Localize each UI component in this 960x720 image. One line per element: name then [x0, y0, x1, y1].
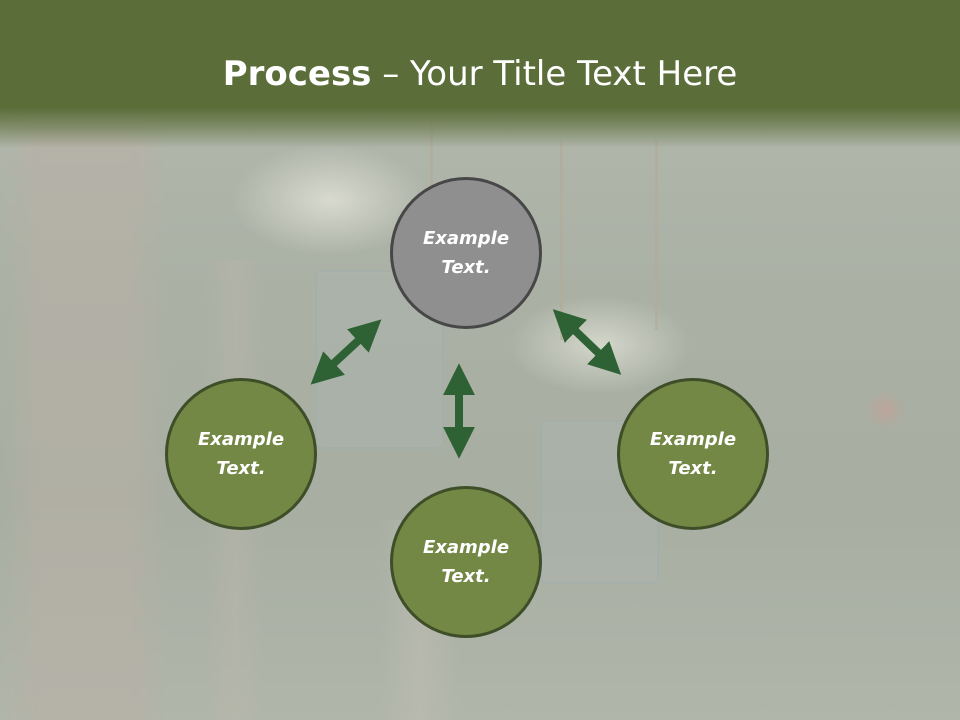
node-label: Example Text. [197, 429, 285, 479]
title-bar [0, 0, 960, 148]
node-label: Example Text. [422, 228, 510, 278]
title-bold: Process [222, 54, 372, 94]
node-label: Example Text. [422, 537, 510, 587]
background-rope [560, 140, 563, 340]
process-node-right[interactable]: Example Text. [617, 378, 769, 530]
slide-title: Process – Your Title Text Here [0, 54, 960, 94]
process-node-top[interactable]: Example Text. [390, 177, 542, 329]
arrow-top-left [310, 319, 382, 385]
title-rest: – Your Title Text Here [371, 54, 738, 94]
node-label: Example Text. [649, 429, 737, 479]
process-node-left[interactable]: Example Text. [165, 378, 317, 530]
process-node-bottom[interactable]: Example Text. [390, 486, 542, 638]
background-rope [655, 140, 658, 330]
arrow-top-right [552, 309, 622, 375]
